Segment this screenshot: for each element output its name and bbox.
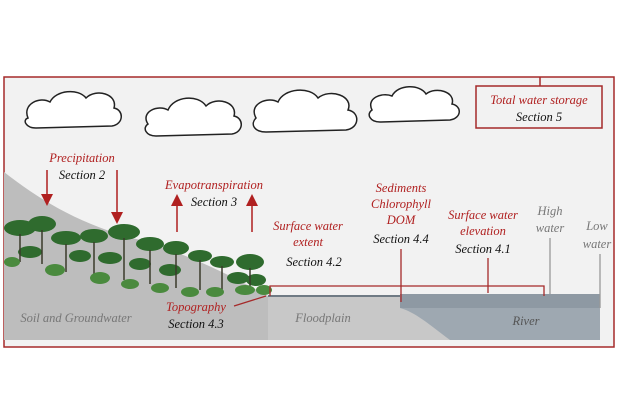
surface-water-extent-title-1: Surface water: [273, 219, 343, 233]
low-water-line-1: Low: [585, 219, 608, 233]
sediments-section: Section 4.4: [373, 232, 429, 246]
soil-groundwater-label: Soil and Groundwater: [20, 311, 131, 325]
surface-water-elevation-title-2: elevation: [460, 224, 506, 238]
high-water-line-1: High: [537, 204, 563, 218]
sediments-line-2: Chlorophyll: [371, 197, 431, 211]
precipitation-title: Precipitation: [48, 151, 115, 165]
cloud-icon: [368, 86, 460, 123]
topography-section: Section 4.3: [168, 317, 224, 331]
river-label: River: [511, 314, 539, 328]
forest-trees: [4, 216, 272, 297]
evapotranspiration-title: Evapotranspiration: [164, 178, 263, 192]
topography-pointer: [233, 295, 267, 307]
cloud-icon: [252, 89, 358, 133]
surface-water-extent-section: Section 4.2: [286, 255, 342, 269]
cloud-icon: [144, 97, 242, 137]
high-water-line-2: water: [536, 221, 565, 235]
river-water: [400, 294, 600, 308]
low-water-line-2: water: [583, 237, 612, 251]
evapotranspiration-section: Section 3: [191, 195, 237, 209]
surface-water-elevation-title-1: Surface water: [448, 208, 518, 222]
ground-soil: [4, 172, 450, 340]
sediments-line-1: Sediments: [376, 181, 427, 195]
surface-water-elevation-section: Section 4.1: [455, 242, 511, 256]
sediments-line-3: DOM: [386, 213, 416, 227]
cloud-icon: [24, 90, 122, 129]
total-water-storage-section: Section 5: [516, 110, 562, 124]
total-water-storage-box: [475, 85, 603, 129]
surface-water-extent-title-2: extent: [293, 235, 323, 249]
precipitation-section: Section 2: [59, 168, 105, 182]
floodplain-label: Floodplain: [294, 311, 351, 325]
surface-water-extent-bracket: [269, 285, 545, 296]
river-channel: [400, 308, 600, 340]
total-water-storage-title: Total water storage: [490, 93, 588, 107]
topography-title: Topography: [166, 300, 226, 314]
